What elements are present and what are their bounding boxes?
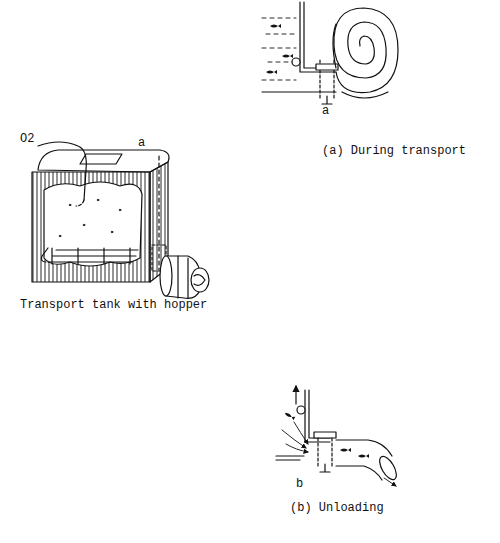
view-caption: (b) Unloading	[290, 502, 384, 515]
view-letter: b	[296, 478, 303, 491]
detail-unloading	[276, 386, 400, 486]
section-letter: a	[138, 137, 145, 150]
gas-label: O2	[20, 133, 34, 146]
detail-transport	[262, 2, 398, 104]
view-letter: a	[322, 105, 329, 118]
view-caption: (a) During transport	[322, 145, 466, 158]
figure-caption: Transport tank with hopper	[20, 299, 207, 312]
transport-tank	[32, 142, 209, 298]
